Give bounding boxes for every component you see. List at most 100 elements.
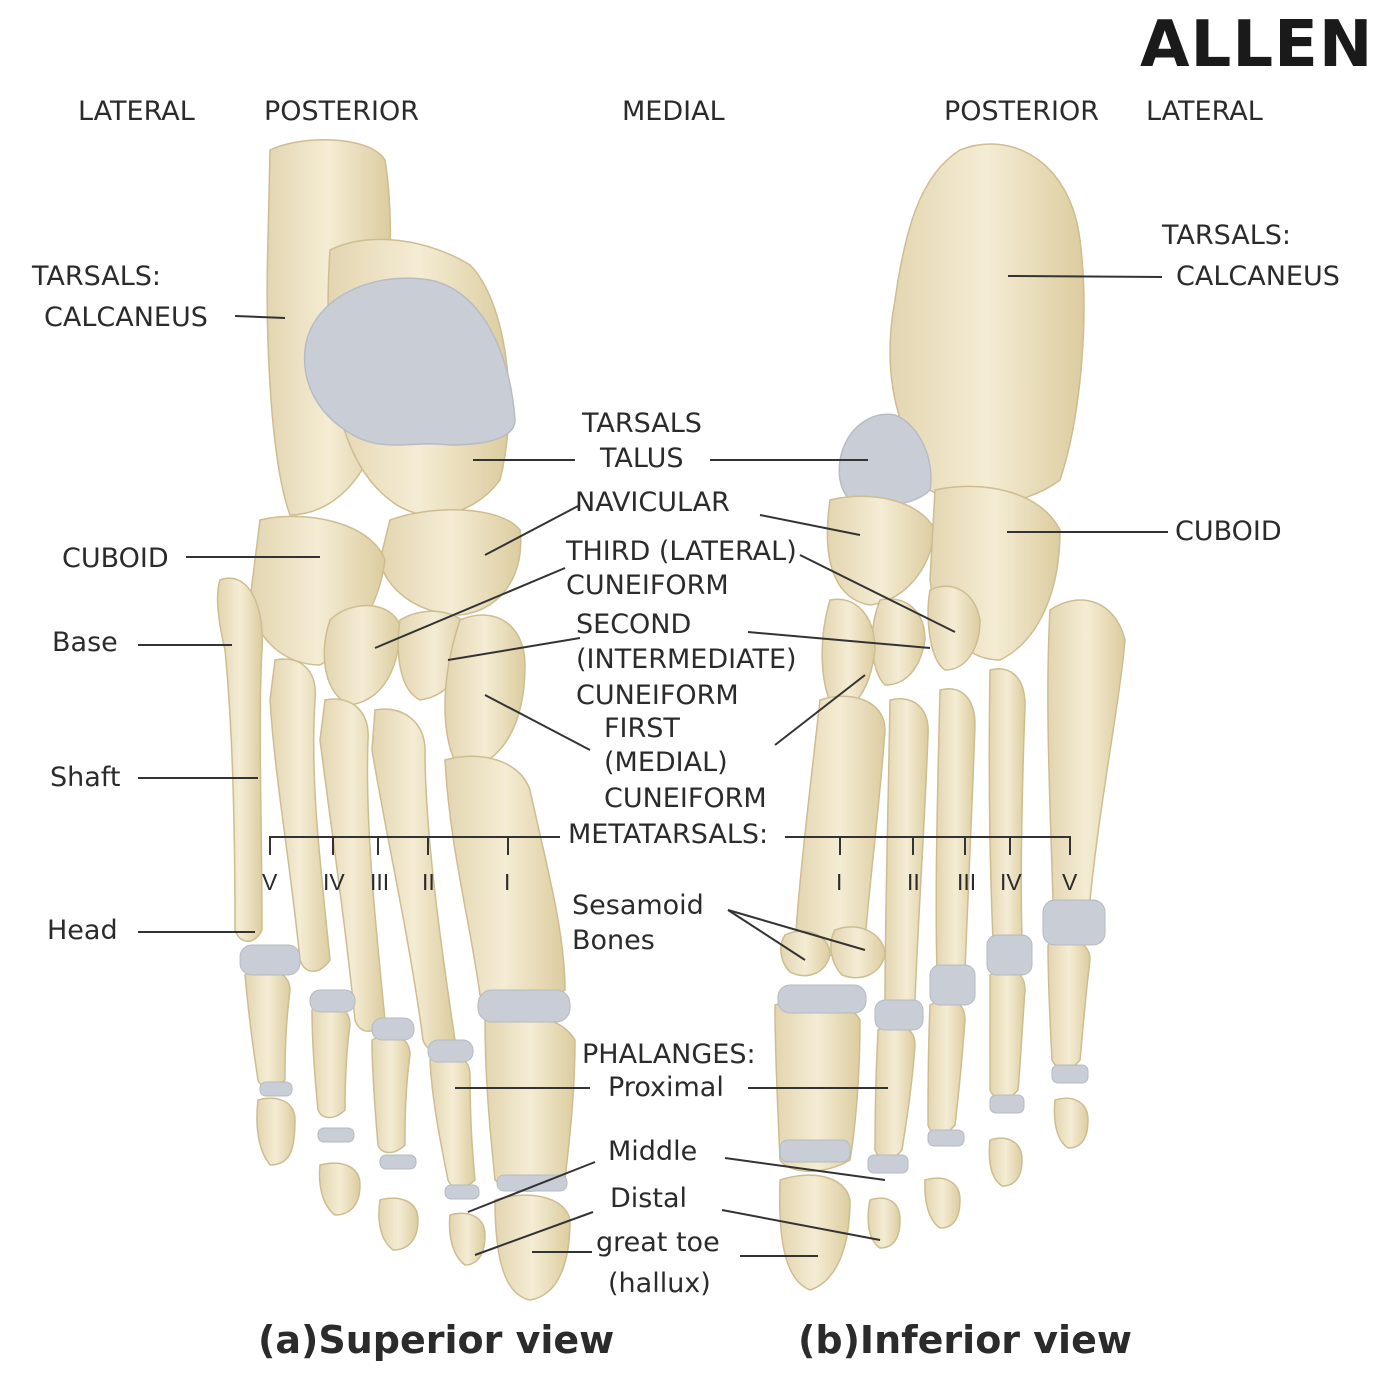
phalanx-dist-ii-right <box>867 1197 901 1249</box>
leader-middle-right <box>724 1157 886 1181</box>
superior-view-cartilage <box>239 944 571 1200</box>
label-navicular: NAVICULAR <box>575 487 730 518</box>
metatarsal-iv-right <box>988 668 1026 950</box>
caption-inferior-view: (b)Inferior view <box>798 1318 1132 1362</box>
label-cuboid-left: CUBOID <box>62 543 169 574</box>
third-cuneiform-right <box>927 585 981 671</box>
phalanx-prox-iv-right <box>989 969 1026 1100</box>
label-first-cuneiform-2: (MEDIAL) <box>604 747 728 778</box>
label-tarsals-left: TARSALS: <box>32 261 162 292</box>
phalanx-prox-v-left <box>244 969 291 1089</box>
label-calcaneus-right: CALCANEUS <box>1176 261 1340 292</box>
phalanx-prox-i-left <box>484 1014 576 1192</box>
label-first-cuneiform-1: FIRST <box>604 713 680 744</box>
cartilage-cap <box>239 944 301 976</box>
leader-navicular-right <box>759 514 861 536</box>
header-medial: MEDIAL <box>622 96 725 127</box>
numeral-left-i: I <box>504 869 511 895</box>
phalanx-dist-v-left <box>256 1097 296 1166</box>
navicular-bone-left <box>379 509 522 616</box>
numeral-left-iv: IV <box>323 869 345 895</box>
leader-first-cuneiform-right <box>774 674 866 746</box>
cartilage-cap <box>989 1094 1025 1114</box>
talus-cartilage-left <box>303 277 516 446</box>
label-great-toe: great toe <box>596 1227 720 1258</box>
cartilage-cap <box>477 989 571 1023</box>
cartilage-cap <box>874 999 924 1031</box>
cartilage-cap <box>929 964 976 1006</box>
phalanx-prox-iv-left <box>311 1004 351 1119</box>
label-first-cuneiform-3: CUNEIFORM <box>604 783 767 814</box>
metatarsal-iii-right <box>935 688 976 980</box>
metatarsal-ii-right <box>884 698 929 1010</box>
label-middle: Middle <box>608 1136 698 1167</box>
third-cuneiform-left <box>323 604 401 706</box>
superior-view-foot <box>216 139 576 1301</box>
inferior-view-foot <box>774 143 1126 1291</box>
phalanx-dist-v-right <box>1053 1097 1089 1149</box>
label-second-cuneiform-2: (INTERMEDIATE) <box>576 644 797 675</box>
leader-distal-left <box>474 1211 594 1256</box>
label-second-cuneiform-3: CUNEIFORM <box>576 680 739 711</box>
leader-lines <box>138 275 1168 1257</box>
cartilage-cap <box>1042 899 1106 946</box>
phalanx-dist-iv-right <box>988 1137 1023 1187</box>
header-lateral-right: LATERAL <box>1146 96 1263 127</box>
leader-distal-right <box>721 1209 881 1241</box>
phalanx-dist-i-left <box>494 1194 571 1301</box>
cartilage-cap <box>379 1154 417 1170</box>
header-posterior-left: POSTERIOR <box>264 96 419 127</box>
numeral-left-iii: III <box>370 869 390 895</box>
leader-navicular-left <box>484 504 581 556</box>
cartilage-cap <box>371 1017 415 1041</box>
leader-calcaneus-left <box>234 315 286 319</box>
numeral-right-iv: IV <box>1000 869 1022 895</box>
label-cuboid-right: CUBOID <box>1175 516 1282 547</box>
numeral-right-iii: III <box>957 869 977 895</box>
cartilage-cap <box>927 1129 965 1147</box>
second-cuneiform-right <box>871 598 926 686</box>
header-posterior-right: POSTERIOR <box>944 96 1099 127</box>
metatarsal-i-left <box>444 755 566 1005</box>
leader-sesamoid-2 <box>727 909 866 951</box>
numeral-right-v: V <box>1062 869 1078 895</box>
sesamoid-bone-right-2 <box>830 926 886 979</box>
label-tarsals-right: TARSALS: <box>1162 220 1292 251</box>
label-base: Base <box>52 627 118 658</box>
label-tarsals-center: TARSALS <box>582 408 702 439</box>
numeral-right-ii: II <box>907 869 920 895</box>
label-hallux: (hallux) <box>608 1268 711 1299</box>
cartilage-cap <box>1051 1064 1089 1084</box>
navicular-bone-right <box>826 495 936 606</box>
phalanx-dist-i-right <box>778 1174 851 1291</box>
numeral-right-i: I <box>836 869 843 895</box>
label-shaft: Shaft <box>50 762 121 793</box>
phalanx-prox-iii-left <box>371 1034 411 1154</box>
numeral-left-v: V <box>262 869 278 895</box>
metatarsal-bracket-left <box>269 836 560 855</box>
phalanx-prox-v-right <box>1047 939 1091 1070</box>
talus-cartilage-right <box>838 413 932 506</box>
cartilage-cap <box>867 1154 909 1174</box>
leader-third-cuneiform-left <box>374 567 566 649</box>
phalanx-dist-iii-left <box>378 1197 419 1251</box>
label-sesamoid-2: Bones <box>572 925 655 956</box>
cartilage-cap <box>309 989 356 1013</box>
metatarsal-i-right <box>794 695 886 957</box>
metatarsal-iv-left <box>269 658 331 972</box>
first-cuneiform-right <box>821 598 876 711</box>
label-metatarsals: METATARSALS: <box>568 819 769 850</box>
cartilage-cap <box>259 1081 293 1097</box>
label-sesamoid-1: Sesamoid <box>572 890 704 921</box>
cartilage-cap <box>317 1127 355 1143</box>
brand-logo: ALLEN <box>1140 8 1374 82</box>
numeral-left-ii: II <box>422 869 435 895</box>
cartilage-cap <box>427 1039 474 1063</box>
sesamoid-bone-right-1 <box>780 930 831 977</box>
label-distal: Distal <box>610 1183 687 1214</box>
caption-superior-view: (a)Superior view <box>258 1318 615 1362</box>
leader-third-cuneiform-right <box>799 554 956 633</box>
label-third-cuneiform-1: THIRD (LATERAL) <box>566 536 797 567</box>
header-lateral-left: LATERAL <box>78 96 195 127</box>
phalanx-dist-iii-right <box>924 1177 961 1229</box>
